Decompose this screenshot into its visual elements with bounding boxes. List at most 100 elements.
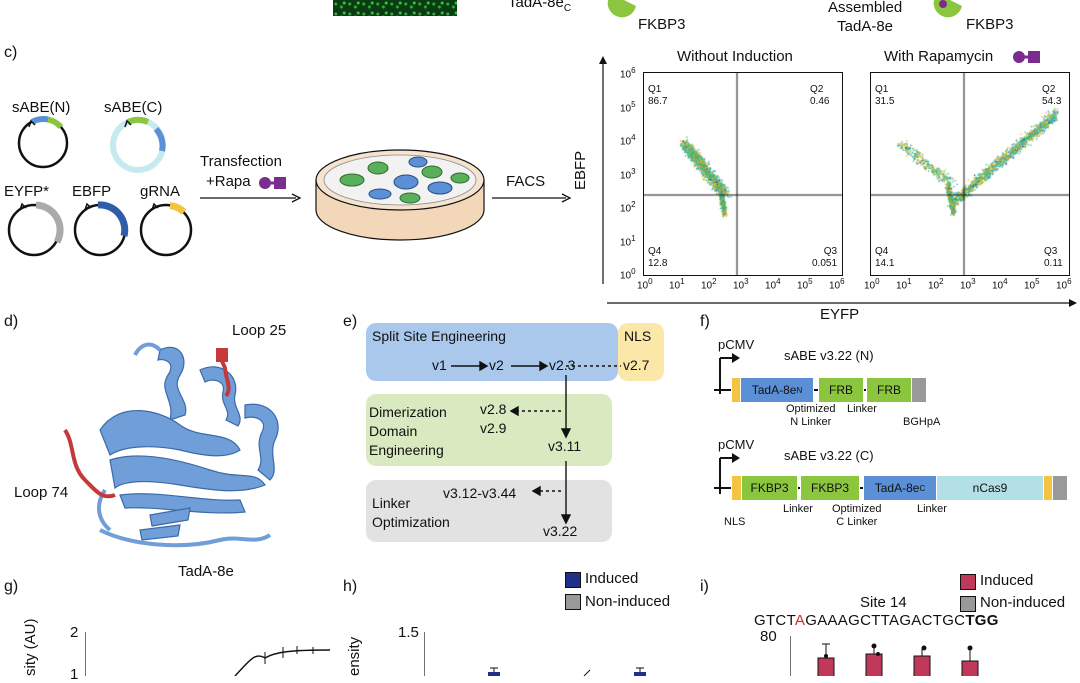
panel-g-ytick-2: 2	[70, 624, 79, 641]
facs-plot-without-induction	[643, 72, 843, 276]
facs-x-tick: 101	[896, 277, 912, 292]
facs-y-axis-label: EBFP	[572, 150, 589, 190]
facs-title-right: With Rapamycin	[884, 48, 994, 65]
facs-y-tick: 102	[620, 200, 636, 215]
node-v312: v3.12-v3.44	[443, 485, 517, 501]
petri-dish-illustration	[315, 149, 485, 241]
legend-h-induced-swatch	[565, 572, 581, 588]
facs-y-tick: 101	[620, 233, 636, 248]
panel-h-bars	[424, 632, 646, 676]
facs-x-tick: 102	[701, 277, 717, 292]
plasmid-eyfp-icon	[7, 201, 64, 257]
facs-y-tick: 100	[620, 267, 636, 282]
label-optimized-c-linker: Optimized C Linker	[832, 503, 882, 528]
sabe-n-title: sABE v3.22 (N)	[784, 348, 874, 363]
loop25-label: Loop 25	[232, 322, 287, 339]
legend-i-induced: Induced	[980, 572, 1034, 589]
gene-ncas9: nCas9	[936, 475, 1044, 501]
facs-x-axis-label: EYFP	[820, 306, 860, 323]
facs-y-axis-arrow	[599, 56, 607, 284]
plasmid-grna-icon	[139, 202, 193, 257]
split-site-box	[366, 323, 618, 381]
panel-g-letter: g)	[4, 578, 19, 595]
plasmid-sabe-c-icon	[110, 116, 166, 173]
gene-frb-2: FRB	[866, 377, 912, 403]
facs-x-axis-arrow	[607, 299, 1077, 307]
facs-x-tick: 100	[864, 277, 880, 292]
node-v1: v1	[432, 357, 447, 373]
flow-arrows	[451, 360, 621, 525]
promoter-n-arrow	[719, 353, 740, 394]
legend-i-induced-swatch	[960, 574, 976, 590]
label-c-linker-2: Linker	[917, 503, 947, 515]
fkbp-label-right: FKBP3	[966, 16, 1014, 33]
legend-h-noninduced: Non-induced	[585, 593, 671, 610]
panel-i-letter: i)	[700, 578, 709, 595]
facs-x-tick: 101	[669, 277, 685, 292]
facs-x-tick: 103	[733, 277, 749, 292]
fkbp-pacman-icon	[607, 0, 636, 18]
panel-i-ytick: 80	[760, 628, 777, 645]
site-label: Site 14	[860, 594, 907, 611]
facs-x-tick: 102	[928, 277, 944, 292]
split-site-title: Split Site Engineering	[372, 328, 506, 344]
facs-x-tick: 106	[829, 277, 845, 292]
panel-f-letter: f)	[700, 313, 710, 330]
facs-y-tick: 103	[620, 166, 636, 181]
facs-x-tick: 104	[765, 277, 781, 292]
dimerization-box	[366, 394, 612, 466]
panel-g-ylabel: sity (AU)	[22, 618, 39, 677]
facs-x-tick: 103	[960, 277, 976, 292]
plasmid-sabe-c-label: sABE(C)	[104, 99, 163, 116]
node-v322: v3.22	[543, 523, 578, 539]
dimerization-title: Dimerization Domain Engineering	[369, 404, 447, 458]
facs-plot-with-rapamycin	[870, 72, 1070, 276]
facs-x-tick: 105	[1024, 277, 1040, 292]
node-v28: v2.8	[480, 401, 507, 417]
fkbp-label-left: FKBP3	[638, 16, 686, 33]
panel-h-letter: h)	[343, 578, 358, 595]
legend-i-noninduced-swatch	[960, 596, 976, 612]
gene-fkbp3-2: FKBP3	[800, 475, 860, 501]
assembled-pacman-icon	[933, 0, 962, 18]
panel-i-bars	[790, 636, 979, 676]
panel-h-ylabel: ensity	[346, 636, 363, 676]
facs-label: FACS	[506, 173, 546, 190]
gene-frb-1: FRB	[818, 377, 864, 403]
rapamycin-icon-title	[1013, 51, 1040, 63]
transfection-label: Transfection	[200, 153, 282, 170]
node-v311: v3.11	[548, 438, 582, 454]
loop74-label: Loop 74	[14, 484, 69, 501]
rapa-label: +Rapa	[206, 173, 251, 190]
tada-c-label: TadA-8eC	[508, 0, 572, 14]
sabe-c-title: sABE v3.22 (C)	[784, 448, 874, 463]
plasmid-eyfp-label: EYFP*	[4, 183, 50, 200]
gene-fkbp3-1: FKBP3	[741, 475, 798, 501]
panel-h-ytick: 1.5	[398, 624, 419, 641]
label-bghpa: BGHpA	[903, 416, 941, 428]
legend-i-noninduced: Non-induced	[980, 594, 1066, 611]
node-v23: v2.3	[549, 357, 576, 373]
plasmid-grna-label: gRNA	[140, 183, 181, 200]
facs-x-tick: 100	[637, 277, 653, 292]
plasmid-ebfp-icon	[73, 201, 129, 257]
node-v27: v2.7	[623, 357, 650, 373]
panel-e-letter: e)	[343, 313, 358, 330]
pcmv-n-label: pCMV	[718, 337, 755, 352]
label-c-linker-1: Linker	[783, 503, 813, 515]
facs-y-tick: 104	[620, 133, 636, 148]
gene-n-bghpa	[911, 377, 927, 403]
plasmid-sabe-n-label: sABE(N)	[12, 99, 71, 116]
linker-title: Linker Optimization	[372, 495, 450, 530]
top-microscopy-image	[333, 0, 457, 16]
label-optimized-n-linker: Optimized N Linker	[786, 403, 836, 428]
plasmid-ebfp-label: EBFP	[72, 183, 112, 200]
panel-d-letter: d)	[4, 313, 19, 330]
